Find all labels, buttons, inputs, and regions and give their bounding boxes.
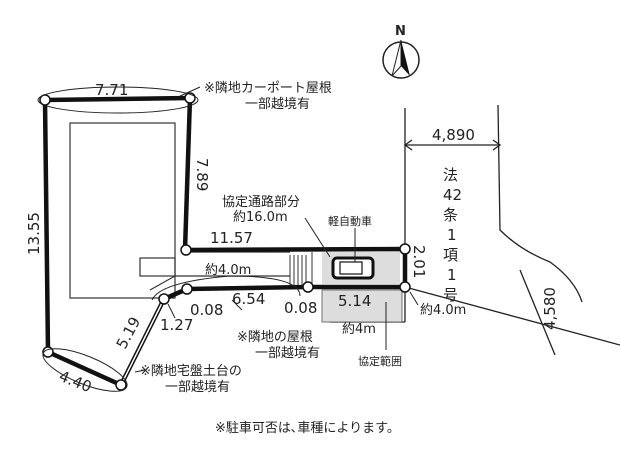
note-agreement-range: 協定範囲 [358,354,402,368]
road-label-char: 号 [443,286,458,304]
north-arrow-icon: N [382,24,420,79]
dim-left: 13.55 [25,212,43,255]
road-label-char: 項 [443,246,458,264]
dim-road-lower: 4,580 [541,287,559,330]
agreement-area [321,289,403,323]
dim-end-right: 2.01 [410,245,428,278]
dim-right-upper: 7.89 [193,158,211,191]
note-approx-passage: 約4.0m [205,263,251,278]
dim-passage-bottom: 6.54 [232,290,265,308]
dim-offset-c: 1.27 [160,316,193,334]
note-approx-below: 約4m [342,322,376,337]
note-passage-2: 約16.0m [233,210,288,225]
note-roof-1: ※隣地の屋根 [237,329,313,345]
kei-car-icon [331,256,375,280]
note-foundation-2: 一部越境有 [165,380,230,395]
road-label-char: 法 [443,166,458,184]
note-roof-2: 一部越境有 [255,346,320,361]
road-label-char: 42 [443,186,462,204]
note-carport-2: 一部越境有 [245,97,310,112]
road-label: 法 42 条 1 項 1 号 [443,166,462,304]
boundary-markers [39,92,411,391]
footer-note: ※駐車可否は､車種によります。 [215,420,400,436]
north-label: N [395,24,406,39]
dim-top: 7.71 [95,81,128,99]
note-kei-car: 軽自動車 [328,214,372,228]
dim-offset-b: 0.08 [284,299,317,317]
road-label-char: 1 [447,266,457,284]
dim-road-upper: 4,890 [432,126,475,144]
dim-offset-a: 0.08 [190,301,223,319]
road-label-char: 1 [447,226,457,244]
encroachment-marks [37,86,419,392]
road-label-char: 条 [443,206,458,224]
note-passage-1: 協定通路部分 [222,194,300,210]
dim-agreement-width: 5.14 [338,292,371,310]
dim-passage-top: 11.57 [210,229,253,247]
stairs [289,252,313,287]
note-approx-right: 約4.0m [420,303,466,318]
note-foundation-1: ※隣地宅盤土台の [140,363,242,379]
note-carport-1: ※隣地カーポート屋根 [204,80,332,96]
